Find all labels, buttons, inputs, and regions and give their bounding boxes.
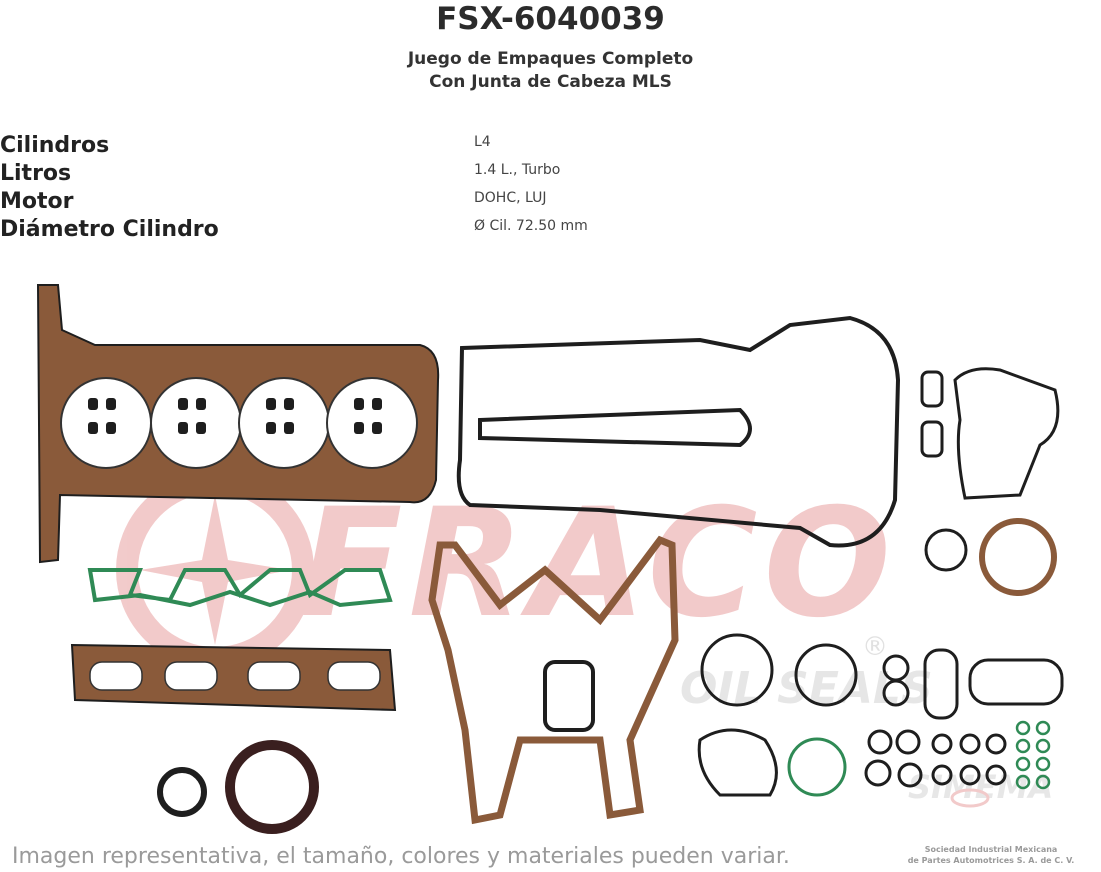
description-line-1: Juego de Empaques Completo <box>407 49 694 69</box>
disclaimer-text: Imagen representativa, el tamaño, colore… <box>12 844 790 869</box>
part-number-title: FSX-6040039 <box>436 1 665 37</box>
o-ring-set <box>697 633 1064 797</box>
spec-label-diametro: Diámetro Cilindro <box>0 217 219 242</box>
spec-value-litros: 1.4 L., Turbo <box>474 162 561 178</box>
timing-cover-inner-gasket <box>543 660 595 732</box>
spec-value-cilindros: L4 <box>474 134 491 150</box>
fraco-watermark-logo: FRACO ® OIL SEALS SIMEMA <box>116 471 1053 808</box>
timing-cover-gasket <box>428 535 679 825</box>
spec-label-cilindros: Cilindros <box>0 133 110 158</box>
watermark-maker: SIMEMA <box>908 768 1053 806</box>
head-gasket <box>36 284 440 564</box>
watermark-tagline: OIL SEALS <box>680 663 933 714</box>
company-line-2: de Partes Automotrices S. A. de C. V. <box>907 856 1075 865</box>
valve-cover-gasket <box>456 315 901 548</box>
intake-manifold-gasket <box>87 568 393 608</box>
gasket-kit-illustration: FRACO ® OIL SEALS SIMEMA <box>36 284 1064 834</box>
green-o-rings-small <box>1015 720 1051 790</box>
watermark-brand: FRACO <box>300 477 897 651</box>
crankshaft-seals <box>157 740 319 834</box>
seal-rings-top <box>924 518 1057 596</box>
spec-label-litros: Litros <box>0 161 72 186</box>
watermark-registered: ® <box>862 632 888 662</box>
description-line-2: Con Junta de Cabeza MLS <box>429 72 672 92</box>
company-line-1: Sociedad Industrial Mexicana <box>924 845 1058 854</box>
exhaust-manifold-gasket <box>70 643 397 712</box>
spec-value-diametro: Ø Cil. 72.50 mm <box>474 218 588 234</box>
water-pump-gasket <box>920 367 1060 500</box>
green-o-ring-large <box>787 737 847 797</box>
spec-value-motor: DOHC, LUJ <box>474 190 547 206</box>
spec-label-motor: Motor <box>0 189 74 214</box>
